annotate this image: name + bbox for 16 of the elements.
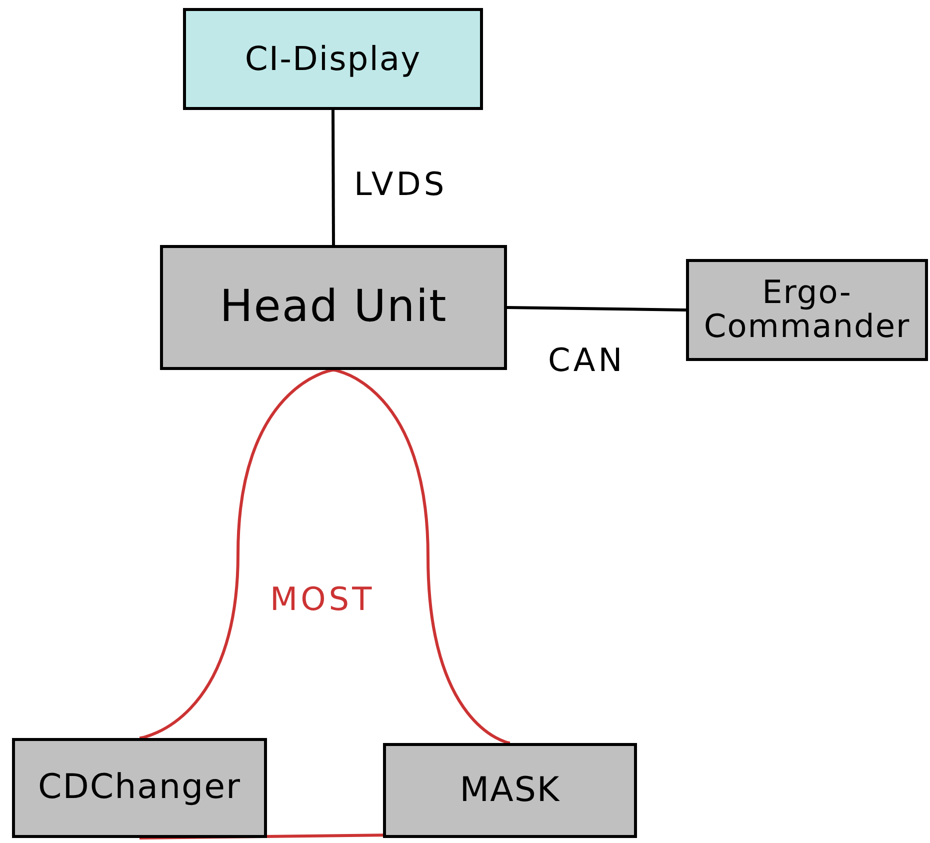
- component-box: [686, 259, 928, 361]
- component-box: [383, 743, 637, 838]
- component-name: CDChanger: [38, 770, 242, 806]
- bus-label: MOST: [270, 583, 375, 615]
- component-box: [12, 738, 267, 838]
- component-name: Head Unit: [220, 284, 448, 331]
- bus-line: [332, 110, 335, 245]
- component-name: CI-Display: [244, 42, 422, 76]
- component-box: [183, 8, 483, 110]
- component-name: MASK: [460, 772, 560, 808]
- ring-bus-line: [139, 368, 334, 740]
- bus-line: [506, 306, 686, 312]
- ring-bus-line: [333, 368, 510, 744]
- ring-bus-line: [139, 834, 384, 840]
- component-name: Ergo-Commander: [702, 276, 912, 344]
- component-box: [160, 245, 507, 370]
